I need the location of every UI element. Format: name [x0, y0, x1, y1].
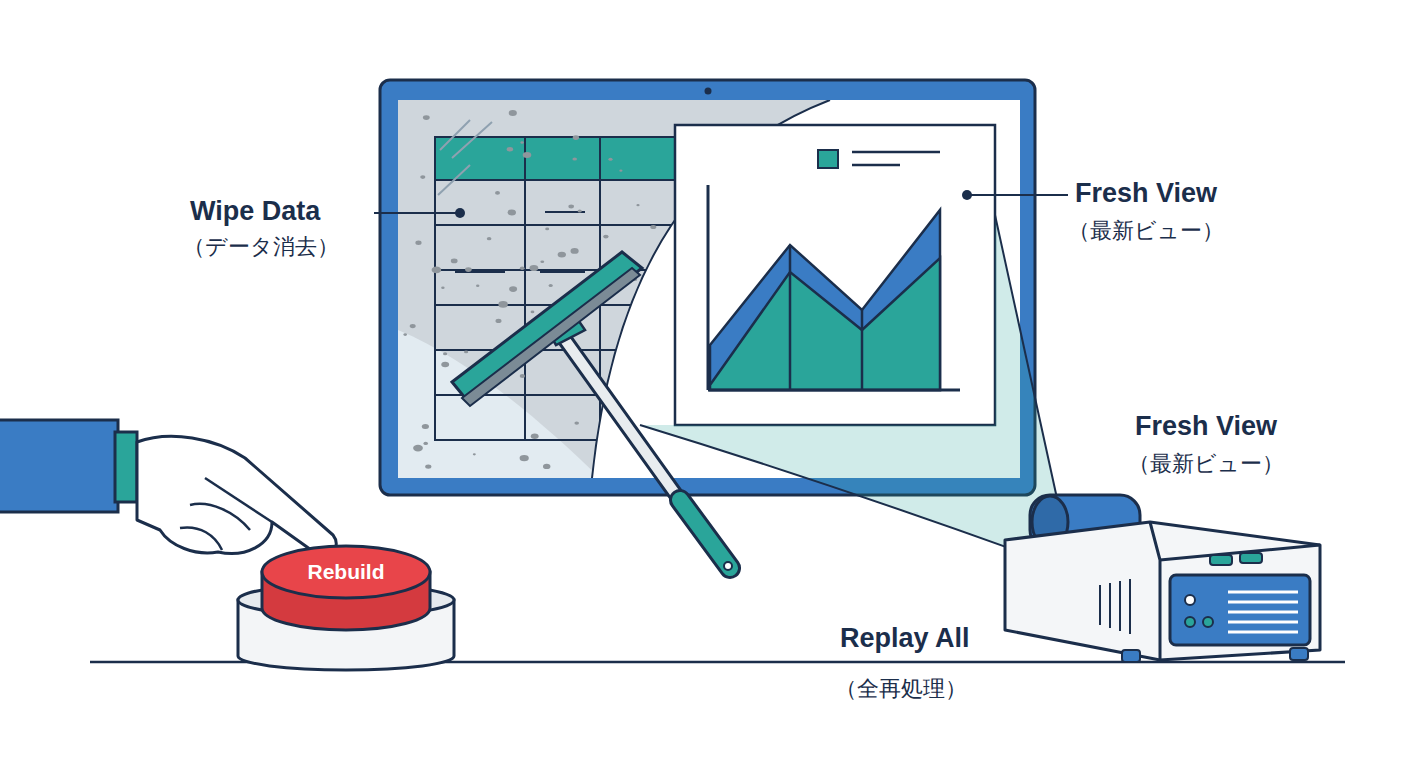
dirt-speck	[507, 147, 513, 151]
dirt-speck	[603, 235, 608, 239]
monitor-camera	[705, 88, 712, 95]
leader-line	[374, 212, 460, 214]
push-button	[238, 546, 454, 670]
dirt-speck	[545, 228, 549, 231]
dirt-speck	[473, 453, 476, 455]
dirt-speck	[650, 225, 656, 229]
dirt-speck	[574, 422, 579, 425]
dirt-speck	[465, 267, 472, 272]
callout-subtitle: （データ消去）	[183, 232, 339, 262]
chart-legend-line	[852, 164, 900, 167]
screen	[398, 100, 1020, 478]
dirt-speck	[423, 426, 427, 429]
dirt-speck	[451, 259, 458, 264]
chart-legend-line	[852, 151, 940, 154]
dirt-speck	[568, 205, 574, 209]
dirt-speck	[508, 209, 516, 215]
callout-title: Fresh View	[1135, 411, 1277, 442]
callout-subtitle: （全再処理）	[835, 674, 967, 704]
chart-axis	[707, 185, 710, 390]
dirt-speck	[531, 434, 539, 439]
chart-area-back	[710, 210, 940, 390]
dirt-speck	[498, 301, 507, 308]
callout-title: Wipe Data	[190, 196, 320, 227]
dirt-speck	[520, 374, 525, 378]
dirt-speck	[495, 191, 500, 195]
dirt-speck	[464, 351, 468, 354]
dirt-speck	[619, 170, 622, 172]
dirt-speck	[572, 157, 577, 160]
dirt-speck	[543, 464, 550, 469]
dirt-speck	[608, 158, 612, 161]
dirt-speck	[403, 333, 407, 336]
dirt-speck	[441, 287, 444, 289]
dirt-speck	[476, 285, 479, 287]
dirt-speck	[571, 248, 579, 254]
dirt-speck	[509, 286, 517, 292]
dirt-speck	[573, 135, 579, 140]
dirt-speck	[558, 252, 566, 258]
dirt-speck	[413, 445, 423, 452]
chart-axis	[708, 389, 960, 392]
dirt-speck	[549, 284, 553, 287]
smudge-marks	[438, 120, 492, 195]
leader-dot	[455, 208, 465, 218]
dirt-speck	[423, 115, 430, 120]
dirt-speck	[410, 324, 416, 328]
dirt-speck	[420, 175, 425, 179]
hand	[0, 420, 336, 555]
leader-dot	[962, 190, 972, 200]
dirt-speck	[530, 265, 539, 271]
beam-edge	[995, 215, 1060, 512]
button-label: Rebuild	[308, 560, 385, 584]
chart-panel	[675, 125, 995, 425]
dirt-speck	[636, 204, 639, 206]
dirt-speck	[423, 442, 428, 445]
dirt-speck	[415, 241, 421, 245]
dirt-speck	[578, 210, 582, 213]
dirt-speck	[422, 424, 429, 429]
dirt-speck	[441, 362, 449, 368]
dirt-speck	[487, 237, 492, 240]
chart-legend-swatch	[818, 150, 838, 168]
projector-beam	[640, 215, 1060, 552]
dirt-speck	[523, 152, 532, 158]
dirt-speck	[443, 352, 447, 355]
callout-title: Fresh View	[1075, 178, 1217, 209]
dirt-speck	[520, 267, 525, 270]
dirt-speck	[425, 464, 431, 468]
dirt-speck	[432, 267, 442, 274]
leader-line	[967, 194, 1068, 196]
clean-area	[592, 100, 1020, 478]
dirt-speck	[520, 455, 529, 461]
chart-area-front	[710, 258, 940, 390]
callout-subtitle: （最新ビュー）	[1068, 216, 1224, 246]
projector	[1005, 495, 1320, 662]
dirt-speck	[520, 141, 523, 143]
chart-gridline	[861, 310, 864, 390]
squeegee	[452, 252, 732, 570]
chart-gridline	[789, 245, 792, 390]
callout-subtitle: （最新ビュー）	[1128, 449, 1284, 479]
dirty-screen	[398, 100, 1020, 478]
dirt-speck	[540, 261, 544, 264]
dirt-speck	[531, 311, 535, 314]
dirt-speck	[496, 319, 502, 323]
button-label-box: Rebuild	[262, 548, 430, 596]
callout-title: Replay All	[840, 623, 970, 654]
dirt-speck	[509, 110, 517, 116]
